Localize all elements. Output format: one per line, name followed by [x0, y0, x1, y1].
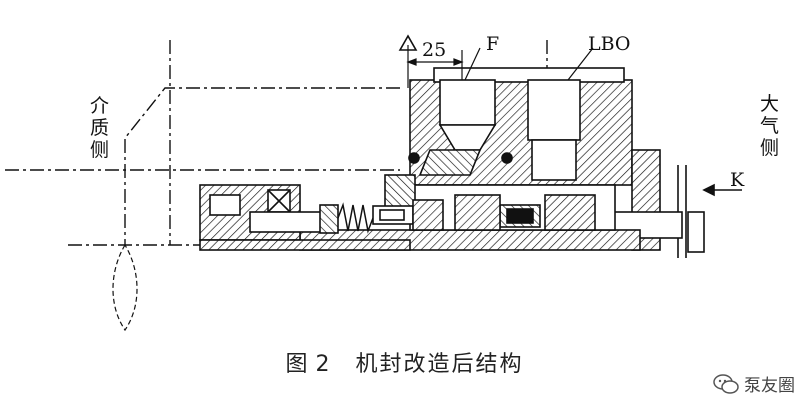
k-label: K — [730, 169, 745, 191]
spring-assembly — [199, 184, 444, 251]
atmosphere-side-char-3: 侧 — [760, 137, 779, 159]
watermark-text: 泵友圈 — [744, 376, 795, 396]
figure-label: 图 — [285, 352, 310, 377]
dimension-line — [398, 34, 594, 88]
atmosphere-side-char-2: 气 — [760, 115, 779, 137]
lbo-label: LBO — [588, 33, 631, 55]
shaft-lens-outline — [112, 243, 138, 332]
medium-side-char-2: 质 — [90, 117, 109, 139]
figure-number: 2 — [315, 352, 332, 377]
figure-title: 机封改造后结构 — [355, 352, 524, 377]
watermark: 泵友圈 — [713, 371, 795, 396]
wechat-icon — [713, 373, 739, 394]
f-label: F — [486, 33, 499, 55]
atmosphere-side-char-1: 大 — [760, 93, 779, 115]
k-direction-arrow — [702, 183, 742, 197]
seal-gland-housing — [408, 67, 633, 186]
medium-side-label: 介 质 侧 — [90, 95, 109, 161]
dimension-label: 25 — [422, 39, 446, 61]
medium-side-char-3: 侧 — [90, 139, 109, 161]
medium-side-char-1: 介 — [90, 95, 109, 117]
shaft-sleeve — [299, 174, 641, 251]
atmosphere-side-label: 大 气 侧 — [760, 93, 779, 159]
